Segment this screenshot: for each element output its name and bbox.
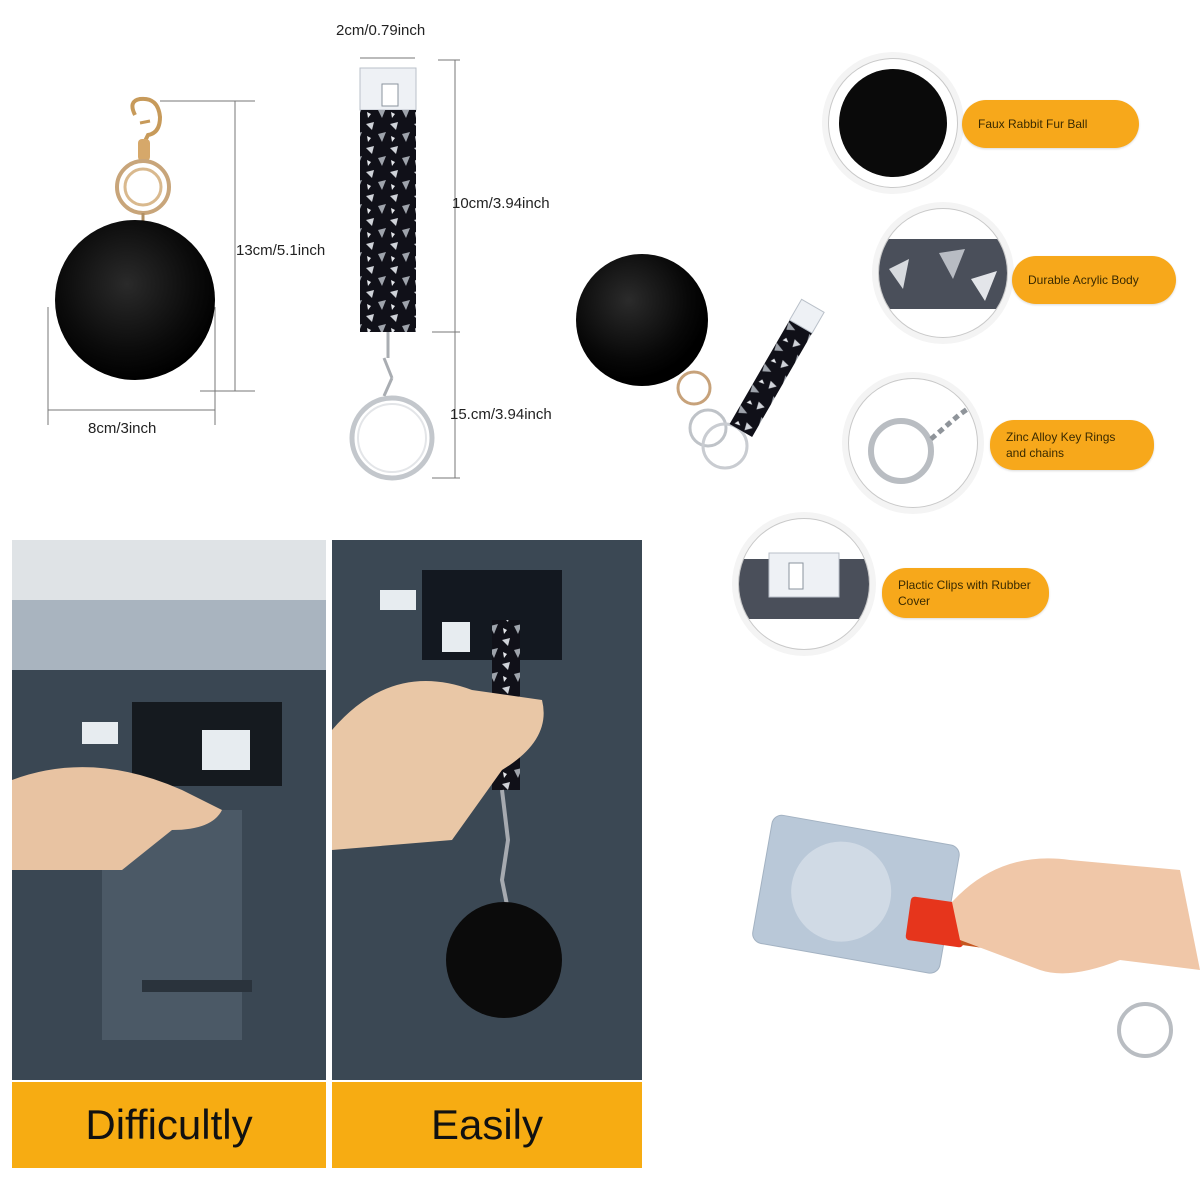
- feature-fur-ball: Faux Rabbit Fur Ball: [962, 100, 1139, 148]
- plastic-clip-detail-icon: [739, 552, 869, 619]
- fur-ball: [55, 220, 215, 380]
- atm-panel-without-grabber: [12, 540, 326, 1080]
- card-grabber-illustration: [349, 57, 460, 481]
- acrylic-body-detail-icon: [879, 239, 1007, 309]
- assembled-keychain-illustration: [576, 254, 825, 470]
- pom-height-label: 13cm/5.1inch: [236, 242, 326, 259]
- pom-width-label: 8cm/3inch: [88, 420, 157, 437]
- pom-keychain-figure: [40, 95, 270, 455]
- fur-ball-detail: [828, 58, 958, 188]
- hand-card-illustration: [752, 814, 1200, 1058]
- grabber-body-label: 10cm/3.94inch: [452, 195, 550, 212]
- feature-plastic-clip-label: Plactic Clips with Rubber Cover: [898, 578, 1031, 608]
- acrylic-body-detail: [878, 208, 1008, 338]
- banner-easily: Easily: [332, 1082, 642, 1168]
- atm-panel-with-grabber: [332, 540, 642, 1080]
- feature-fur-ball-label: Faux Rabbit Fur Ball: [978, 117, 1088, 131]
- banner-difficultly: Difficultly: [12, 1082, 326, 1168]
- plastic-clip-detail: [738, 518, 870, 650]
- assembled-keychain: [570, 250, 890, 480]
- hand-card-photo: [740, 810, 1200, 1070]
- feature-acrylic-body: Durable Acrylic Body: [1012, 256, 1176, 304]
- feature-key-rings-label: Zinc Alloy Key Rings and chains: [1006, 430, 1116, 460]
- feature-plastic-clip: Plactic Clips with Rubber Cover: [882, 568, 1049, 618]
- grabber-width-label: 2cm/0.79inch: [336, 22, 426, 39]
- atm-scene-using-grabber: [332, 540, 642, 1080]
- atm-scene-hand-touching: [12, 540, 326, 1080]
- banner-easily-label: Easily: [430, 1101, 544, 1148]
- fur-ball-detail-icon: [839, 69, 947, 177]
- grabber-total-label: 15.cm/3.94inch: [450, 406, 552, 423]
- banner-difficultly-label: Difficultly: [85, 1101, 253, 1148]
- key-ring-detail-icon: [868, 402, 975, 484]
- feature-key-rings: Zinc Alloy Key Rings and chains: [990, 420, 1154, 470]
- card-grabber-figure: [340, 48, 480, 488]
- key-ring-detail: [848, 378, 978, 508]
- feature-acrylic-body-label: Durable Acrylic Body: [1028, 273, 1139, 287]
- pom-keychain-illustration: [47, 96, 255, 425]
